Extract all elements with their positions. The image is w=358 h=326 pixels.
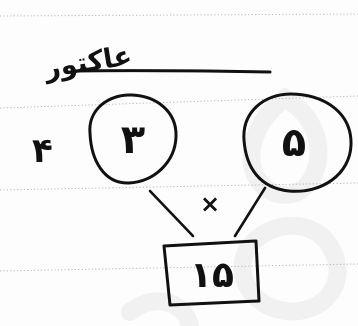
- heading-underline: [71, 69, 272, 74]
- right-branch-line: [233, 186, 267, 238]
- heading-text: عاکتور: [41, 40, 135, 85]
- right-factor-circle: [242, 92, 353, 193]
- left-branch-line: [148, 189, 195, 238]
- left-factor-value: ۳: [121, 117, 145, 163]
- right-factor-value: ۵: [282, 120, 306, 166]
- left-factor-circle: [88, 93, 178, 185]
- watermark: [121, 87, 347, 326]
- right-factor-node: ۵: [242, 92, 353, 193]
- result-node: ۱۵: [162, 239, 261, 307]
- tree-connectors: [148, 186, 267, 238]
- result-box: [162, 239, 261, 307]
- result-value: ۱۵: [190, 255, 234, 296]
- left-factor-node: ۳: [88, 93, 178, 185]
- left-margin-label: ۴: [32, 131, 53, 171]
- heading-area: عاکتور: [41, 40, 272, 85]
- multiplication-sign: ×: [200, 190, 220, 218]
